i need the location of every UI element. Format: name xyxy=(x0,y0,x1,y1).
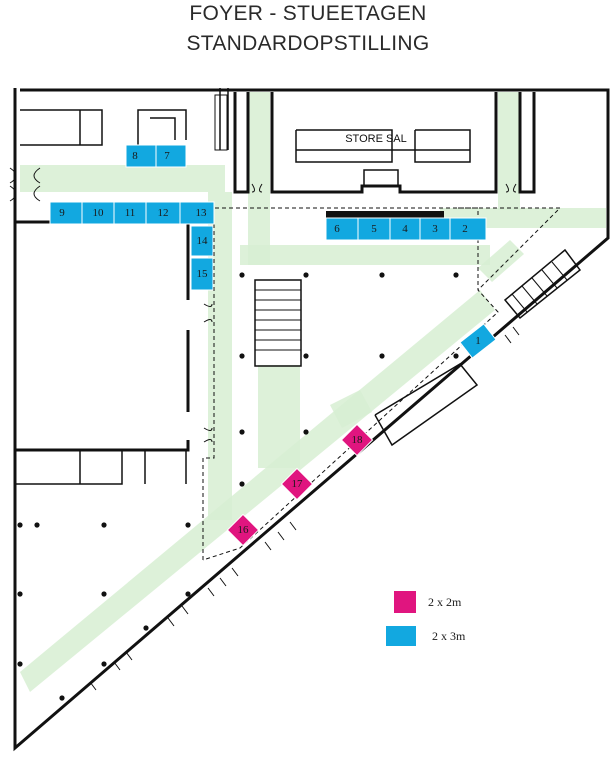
booth-15[interactable] xyxy=(190,257,214,291)
counter xyxy=(326,211,444,218)
top-room-small xyxy=(137,109,187,145)
booths-small xyxy=(226,423,374,547)
exhibition-boundary xyxy=(202,207,499,561)
left-room-bottom-wall xyxy=(15,440,190,452)
booth-14-label: 14 xyxy=(197,235,209,247)
top-left-room xyxy=(20,109,103,146)
lower-left-rooms xyxy=(14,450,123,485)
booth-6-label: 6 xyxy=(334,223,340,235)
booth-5-label: 5 xyxy=(371,223,377,235)
booth-1[interactable] xyxy=(459,323,497,359)
booth-10-label: 10 xyxy=(93,207,105,219)
booth-2-label: 2 xyxy=(462,223,468,235)
booth-18-label: 18 xyxy=(352,434,364,446)
booth-16[interactable] xyxy=(226,513,260,547)
hall-right-pillar xyxy=(518,92,536,194)
booth-7[interactable] xyxy=(155,144,187,168)
booths-large xyxy=(49,144,497,359)
walkway-diagonal xyxy=(20,290,495,692)
legend-label-large: 2 x 3m xyxy=(432,629,466,643)
map-title: FOYER - STUEETAGEN xyxy=(189,2,427,25)
booth-13[interactable] xyxy=(179,201,215,225)
stairs xyxy=(214,94,582,367)
booth-9[interactable] xyxy=(49,201,83,225)
walkway-middle xyxy=(240,245,490,265)
booth-16-label: 16 xyxy=(238,524,250,536)
booth-7-label: 7 xyxy=(164,150,170,162)
walkway-right-column xyxy=(498,92,520,210)
booth-8-label: 8 xyxy=(132,150,138,162)
outer-wall xyxy=(13,88,610,752)
doors xyxy=(9,167,520,691)
booth-9-label: 9 xyxy=(59,207,65,219)
left-room-top-wall xyxy=(15,220,190,300)
legend: 2 x 2m 2 x 3m xyxy=(386,591,466,646)
booth-12-label: 12 xyxy=(158,207,169,219)
booth-17[interactable] xyxy=(280,467,314,501)
booth-11-label: 11 xyxy=(125,207,136,219)
booth-18[interactable] xyxy=(340,423,374,457)
small-room xyxy=(144,449,187,484)
booth-15-label: 15 xyxy=(197,268,209,280)
booth-numbers: 1 2 3 4 5 6 7 8 9 10 11 12 13 14 15 16 1… xyxy=(59,150,481,536)
hall-left-pillar xyxy=(233,92,250,194)
booth-14[interactable] xyxy=(190,225,214,257)
booth-8[interactable] xyxy=(125,144,157,168)
bar-counter xyxy=(374,363,479,447)
booth-4-label: 4 xyxy=(402,223,408,235)
booth-1-label: 1 xyxy=(475,335,481,347)
booth-6[interactable] xyxy=(325,217,359,241)
walkways xyxy=(20,92,606,692)
walkway-left-column xyxy=(248,92,270,265)
booth-2[interactable] xyxy=(449,217,487,241)
booth-3-label: 3 xyxy=(432,223,438,235)
legend-swatch-large xyxy=(386,626,416,646)
booth-17-label: 17 xyxy=(292,478,304,490)
pillars xyxy=(17,272,459,701)
store-sal-hall xyxy=(270,92,498,194)
legend-swatch-small xyxy=(394,591,416,613)
walkway-stairs xyxy=(258,365,300,468)
map-subtitle: STANDARDOPSTILLING xyxy=(186,32,430,55)
legend-label-small: 2 x 2m xyxy=(428,595,462,609)
walkway-top xyxy=(20,165,225,192)
store-sal-label: STORE SAL xyxy=(345,133,407,145)
walkway-link xyxy=(478,240,524,282)
booth-13-label: 13 xyxy=(196,207,208,219)
walkway-patch xyxy=(330,390,372,428)
